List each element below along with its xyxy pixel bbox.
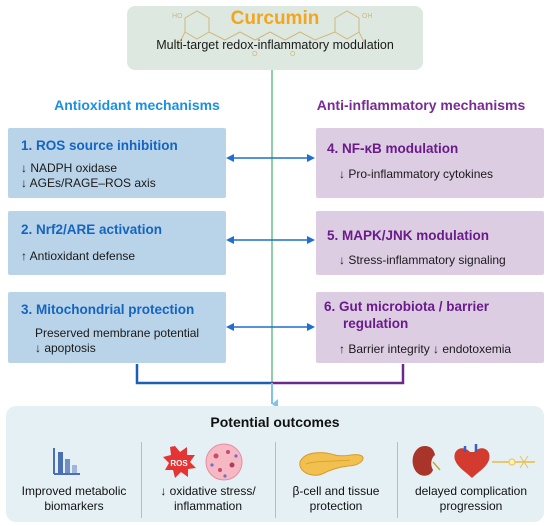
- mechanism-box-6: 6. Gut microbiota / barrier regulation ↑…: [316, 292, 544, 363]
- mechanism-box-4: 4. NF-κB modulation ↓ Pro-inflammatory c…: [316, 128, 544, 198]
- antiinflammatory-heading: Anti-inflammatory mechanisms: [316, 97, 526, 113]
- ros-icon-label: ROS: [170, 459, 188, 468]
- mechanism-line-5a: ↓ Stress-inflammatory signaling: [339, 253, 506, 267]
- outcome-label-2b: inflammation: [173, 499, 243, 513]
- mechanism-title-2: 2. Nrf2/ARE activation: [21, 222, 163, 237]
- structure-label-ho: HO: [172, 13, 183, 20]
- outcome-label-1b: biomarkers: [44, 499, 104, 513]
- mechanism-title-3: 3. Mitochondrial protection: [21, 302, 195, 317]
- right-bracket-line: [272, 364, 405, 385]
- mechanism-line-1a: ↓ NADPH oxidase: [21, 161, 118, 175]
- left-bracket-line: [135, 364, 272, 385]
- mechanism-title-6b: regulation: [343, 316, 409, 331]
- outcome-label-1a: Improved metabolic: [21, 484, 127, 498]
- mechanism-box-3: 3. Mitochondrial protection Preserved me…: [8, 292, 226, 363]
- outcome-label-4a: delayed complication: [414, 484, 528, 498]
- antioxidant-heading: Antioxidant mechanisms: [54, 97, 220, 113]
- organs-icon: [412, 444, 535, 478]
- structure-label-oh: OH: [362, 13, 373, 20]
- outcome-label-4b: progression: [439, 499, 503, 513]
- curcumin-title: Curcumin: [230, 8, 320, 29]
- outcome-divider-3: [397, 442, 398, 518]
- outcome-label-3b: protection: [309, 499, 363, 513]
- pancreas-icon: [299, 452, 364, 476]
- mechanism-title-6a: 6. Gut microbiota / barrier: [324, 299, 490, 314]
- mechanism-line-2a: ↑ Antioxidant defense: [21, 249, 136, 263]
- outcome-label-2a: ↓ oxidative stress/: [160, 484, 256, 498]
- curcumin-header-box: [127, 6, 423, 70]
- mechanism-line-3a: Preserved membrane potential: [35, 326, 200, 340]
- mechanism-title-5: 5. MAPK/JNK modulation: [327, 228, 490, 243]
- mechanism-line-3b: ↓ apoptosis: [35, 341, 96, 355]
- structure-label-o1: O: [252, 51, 258, 58]
- outcome-divider-2: [275, 442, 276, 518]
- bar-chart-icon: [53, 448, 80, 475]
- mechanism-box-1: 1. ROS source inhibition ↓ NADPH oxidase…: [8, 128, 226, 198]
- outcomes-title: Potential outcomes: [210, 414, 340, 430]
- mechanism-title-1: 1. ROS source inhibition: [21, 138, 178, 153]
- ros-cell-icon: ROS: [163, 443, 243, 481]
- mechanism-box-5: 5. MAPK/JNK modulation ↓ Stress-inflamma…: [316, 211, 544, 275]
- outcome-divider-1: [141, 442, 142, 518]
- mechanism-title-4: 4. NF-κB modulation: [327, 141, 459, 156]
- mechanism-line-1b: ↓ AGEs/RAGE–ROS axis: [21, 176, 156, 190]
- outcome-label-3a: β-cell and tissue: [292, 484, 380, 498]
- mechanism-line-4a: ↓ Pro-inflammatory cytokines: [339, 167, 494, 181]
- curcumin-subtitle: Multi-target redox-inflammatory modulati…: [156, 38, 394, 52]
- structure-label-o2: O: [290, 51, 296, 58]
- mechanism-line-6a: ↑ Barrier integrity ↓ endotoxemia: [339, 342, 512, 356]
- mechanism-box-2: 2. Nrf2/ARE activation ↑ Antioxidant def…: [8, 211, 226, 275]
